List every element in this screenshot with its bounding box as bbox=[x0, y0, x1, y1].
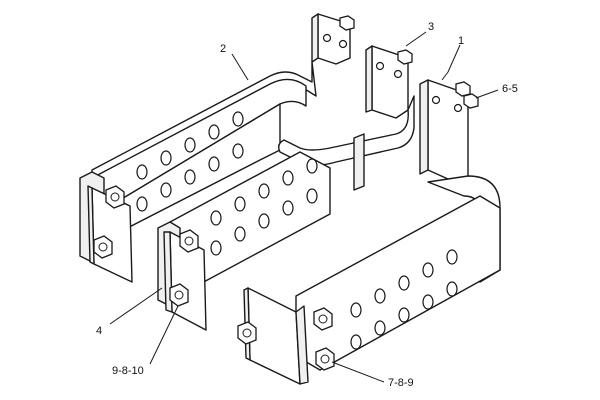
nut-b1-bottom bbox=[315, 347, 335, 371]
callout-3-label: 3 bbox=[428, 21, 434, 33]
callout-1-label: 1 bbox=[458, 35, 464, 47]
bracket-3-holes bbox=[210, 158, 318, 256]
callout-2: 2 bbox=[220, 43, 249, 81]
callout-4: 4 bbox=[96, 287, 163, 337]
nut-b1-side bbox=[237, 321, 257, 345]
nut-b3-bottom bbox=[169, 283, 189, 307]
callout-1: 1 bbox=[441, 35, 464, 81]
callout-7-8-9: 7-8-9 bbox=[331, 361, 414, 389]
callout-6-5: 6-5 bbox=[475, 83, 518, 99]
bracket-2-holes bbox=[136, 111, 244, 212]
callout-6-5-label: 6-5 bbox=[502, 83, 518, 95]
bracket-1 bbox=[243, 79, 501, 385]
callouts: 1 2 3 4 6-5 9-8-10 7-8-9 bbox=[96, 21, 518, 389]
callout-2-label: 2 bbox=[220, 43, 226, 55]
bracket-3 bbox=[157, 45, 415, 331]
bolt-heads-top bbox=[339, 15, 479, 109]
nut-b1-top bbox=[313, 307, 333, 331]
callout-7-8-9-label: 7-8-9 bbox=[388, 377, 414, 389]
hardware bbox=[93, 15, 479, 371]
bracket-1-holes bbox=[350, 249, 458, 350]
callout-9-8-10: 9-8-10 bbox=[112, 305, 179, 377]
nut-b2-bottom bbox=[93, 235, 113, 259]
callout-4-label: 4 bbox=[96, 325, 102, 337]
nut-b2-top bbox=[105, 185, 125, 209]
nut-b3-top bbox=[179, 229, 199, 253]
callout-9-8-10-label: 9-8-10 bbox=[112, 365, 144, 377]
callout-3: 3 bbox=[405, 21, 434, 47]
